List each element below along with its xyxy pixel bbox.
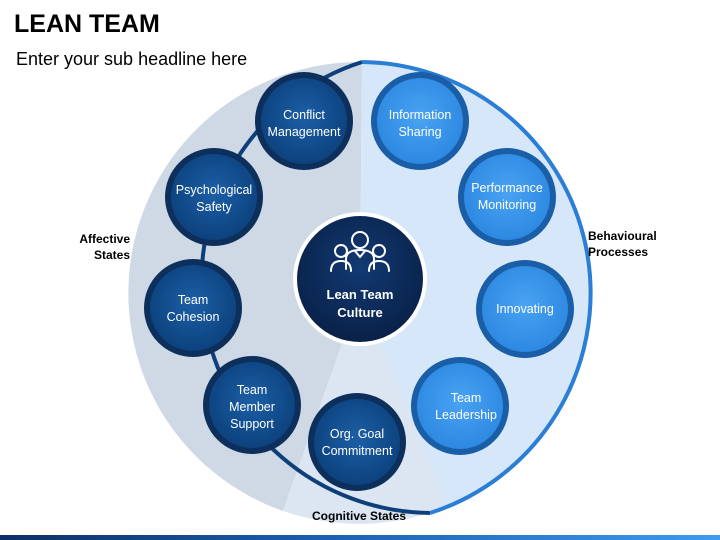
team-member-support-label-line3: Support — [230, 417, 274, 431]
team-cohesion-label-line1: Team — [178, 293, 209, 307]
center-node: Lean Team Culture — [293, 212, 427, 346]
conflict-management-label-line2: Management — [268, 125, 341, 139]
node-team-leadership: Team Leadership — [411, 357, 509, 455]
node-conflict-management: Conflict Management — [255, 72, 353, 170]
team-icon — [330, 231, 390, 272]
behavioural-processes-label: Behavioural Processes — [588, 229, 657, 259]
org-goal-commitment-label-line1: Org. Goal — [330, 427, 384, 441]
team-member-support-label-line1: Team — [237, 383, 268, 397]
center-label-line1: Lean Team — [327, 287, 394, 302]
information-sharing-label-line2: Sharing — [398, 125, 441, 139]
psychological-safety-label-line2: Safety — [196, 200, 232, 214]
node-team-cohesion: Team Cohesion — [144, 259, 242, 357]
node-information-sharing: Information Sharing — [371, 72, 469, 170]
information-sharing-label-line1: Information — [389, 108, 452, 122]
conflict-management-label-line1: Conflict — [283, 108, 325, 122]
team-cohesion-label-line2: Cohesion — [167, 310, 220, 324]
node-innovating: Innovating — [476, 260, 574, 358]
performance-monitoring-label-line2: Monitoring — [478, 198, 536, 212]
page-title: LEAN TEAM — [14, 10, 160, 38]
affective-states-label: Affective States — [79, 232, 130, 262]
team-member-support-label-line2: Member — [229, 400, 275, 414]
center-label-line2: Culture — [337, 305, 383, 320]
bottom-accent-bar — [0, 535, 720, 540]
team-leadership-label-line2: Leadership — [435, 408, 497, 422]
node-performance-monitoring: Performance Monitoring — [458, 148, 556, 246]
innovating-label-line1: Innovating — [496, 302, 554, 316]
cognitive-states-label: Cognitive States — [312, 509, 407, 523]
node-team-member-support: Team Member Support — [203, 356, 301, 454]
node-psychological-safety: Psychological Safety — [165, 148, 263, 246]
performance-monitoring-label-line1: Performance — [471, 181, 543, 195]
org-goal-commitment-label-line2: Commitment — [322, 444, 393, 458]
outer-ring-right — [361, 60, 593, 515]
psychological-safety-label-line1: Psychological — [176, 183, 252, 197]
team-leadership-label-line1: Team — [451, 391, 482, 405]
page-subtitle: Enter your sub headline here — [16, 49, 248, 69]
node-org-goal-commitment: Org. Goal Commitment — [308, 393, 406, 491]
